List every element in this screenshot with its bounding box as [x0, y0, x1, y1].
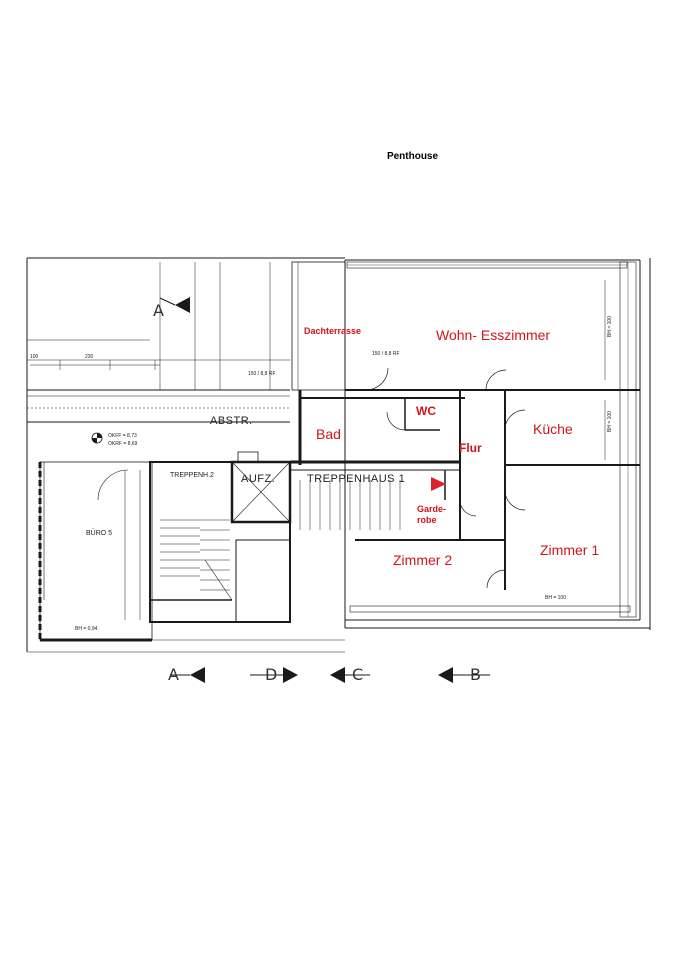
dim-label: 100: [30, 354, 39, 360]
section-letter-a: A: [168, 665, 179, 684]
section-letter-d: D: [265, 665, 278, 684]
dim-label: BH = 100: [607, 411, 613, 432]
dim-label: BH = 0,94: [75, 626, 98, 632]
section-letter-c: C: [352, 665, 364, 684]
label-aufz: AUFZ.: [241, 473, 276, 485]
label-treppenhaus-2: TREPPENH.2: [170, 472, 214, 479]
page-title: Penthouse: [386, 151, 439, 162]
room-label-zimmer-2: Zimmer 2: [393, 552, 453, 568]
door-swing: [365, 367, 389, 391]
dim-label: OKFF = 8,73: [108, 433, 137, 439]
dim-label: BH = 100: [545, 595, 566, 601]
entry-arrow-icon: [431, 477, 446, 491]
label-buero: BÜRO 5: [86, 530, 113, 537]
section-letter-a: A: [153, 301, 164, 320]
wall-hatch: [349, 605, 631, 613]
door-swing: [485, 369, 507, 391]
elevator-shaft: [230, 460, 292, 524]
stair-core: [149, 461, 291, 623]
room-label-wohn-esszimmer: Wohn- Esszimmer: [436, 327, 551, 343]
buero-outline: [39, 461, 153, 641]
room-label-dachterrasse: Dachterrasse: [304, 326, 362, 336]
section-marker-icon: [175, 297, 453, 683]
dim-label: 230: [85, 354, 94, 360]
room-label-flur: Flur: [459, 441, 482, 455]
dachterrasse-outline: [291, 261, 346, 391]
label-abstr: ABSTR.: [210, 415, 253, 427]
dim-label: OKRF = 8,69: [108, 441, 138, 447]
elevation-symbol-icon: [91, 432, 103, 444]
dim-label: 150 / 8,8 RF: [372, 351, 400, 357]
room-label-kueche: Küche: [533, 421, 573, 437]
room-label-garderobe: Garde- robe: [417, 504, 447, 525]
dim-label: 150 / 8,8 RF: [248, 371, 276, 377]
room-label-wc: WC: [416, 404, 436, 418]
label-treppenhaus-1: TREPPENHAUS 1: [307, 473, 406, 485]
room-label-zimmer-1: Zimmer 1: [540, 542, 600, 558]
room-label-bad: Bad: [316, 426, 341, 442]
stair-treads: [160, 480, 401, 591]
dim-label: BH = 100: [607, 316, 613, 337]
section-letter-b: B: [470, 665, 481, 684]
